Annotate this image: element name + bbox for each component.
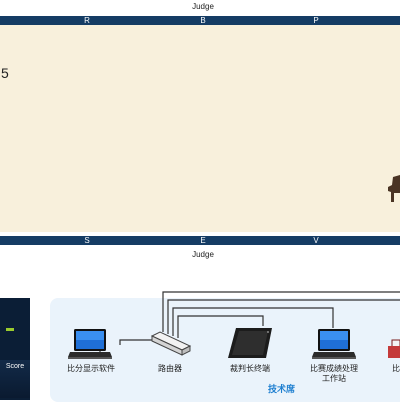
arena-bottom-band: S E V	[0, 236, 400, 245]
tablet-terminal-icon	[228, 328, 272, 358]
device-label-chief-referee: 裁判长终端	[230, 364, 270, 373]
router-icon	[150, 331, 192, 356]
score-display-text: Score	[5, 363, 25, 370]
laptop-icon	[68, 329, 112, 359]
bottom-letter-s: S	[84, 236, 90, 245]
partial-device-icon	[388, 339, 400, 358]
bottom-letter-v: V	[313, 236, 319, 245]
bottom-letter-e: E	[200, 236, 206, 245]
device-label-results-workstation-line1: 比赛成绩处理	[310, 364, 358, 373]
top-letter-b: B	[200, 16, 206, 25]
top-letter-r: R	[84, 16, 90, 25]
workstation-laptop-icon	[312, 329, 356, 359]
arena-left-mark: 5	[1, 65, 9, 81]
judge-label-top: Judge	[192, 2, 214, 11]
device-label-router: 路由器	[158, 364, 182, 373]
score-display-accent	[6, 328, 14, 331]
judge-chair-icon	[388, 175, 400, 202]
top-letter-p: P	[313, 16, 319, 25]
tech-area-title: 技术席	[268, 384, 296, 394]
judge-label-bottom: Judge	[192, 250, 214, 259]
arena-floor: 5	[0, 25, 400, 232]
arena-top-band: R B P	[0, 16, 400, 25]
score-display-screen: Score	[0, 298, 30, 400]
score-display-lower	[0, 360, 30, 398]
device-label-results-workstation-line2: 工作站	[322, 374, 346, 383]
device-label-partial: 比	[392, 364, 400, 373]
device-label-score-software: 比分显示软件	[67, 364, 115, 373]
